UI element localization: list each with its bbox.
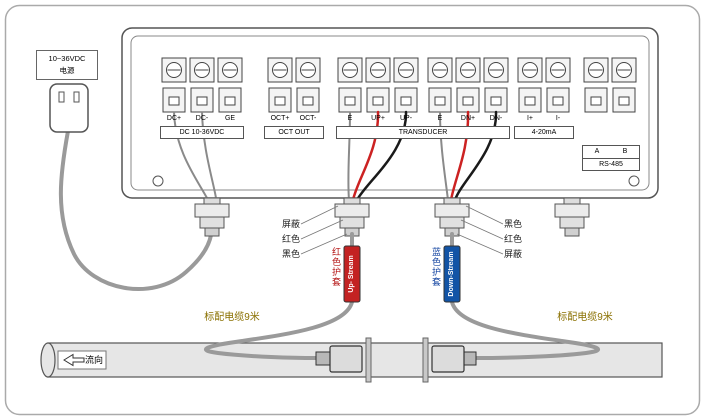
terminal-label-dn-minus: DN- (489, 115, 503, 122)
flow-arrow-icon (63, 353, 85, 367)
leader-left-shield (300, 205, 339, 225)
leader-right-red (460, 219, 504, 240)
flow-direction-label: 流向 (85, 355, 104, 365)
dn-black-wire (453, 110, 498, 202)
terminal-label-oct-plus: OCT+ (270, 115, 290, 122)
downstream-clamp-strap (422, 337, 429, 383)
power-cable (58, 129, 213, 291)
plug-prong-right (73, 91, 80, 103)
red-sheath-label: 红色护套 (331, 247, 341, 287)
terminal-label-dc-minus: DC- (195, 115, 209, 122)
pipe-end-cap (40, 342, 56, 378)
terminal-label-dn-e: E (437, 115, 443, 122)
rs485-a-label: A (594, 148, 600, 155)
leader-left-red (300, 219, 344, 240)
right-black-label: 黑色 (504, 219, 523, 229)
leader-left-black (300, 233, 348, 255)
up-shield-wire (347, 111, 351, 201)
upstream-transducer-body (329, 345, 363, 373)
downstream-cable (450, 300, 600, 360)
dn-red-wire (449, 110, 470, 202)
blue-sheath-label: 蓝色护套 (431, 247, 441, 287)
rs485-b-label: B (622, 148, 628, 155)
red-sheath (343, 245, 361, 303)
terminal-label-i-minus: I- (555, 115, 561, 122)
rs485-ab-row: A B (583, 146, 639, 159)
leader-right-shield (456, 233, 504, 255)
upstream-cable (204, 300, 354, 360)
upstream-connector (315, 351, 331, 366)
flow-direction (57, 350, 107, 370)
left-cable-length-label: 标配电缆9米 (204, 312, 260, 323)
up-red-wire (351, 110, 380, 202)
transducer-cables (204, 232, 600, 360)
terminal-label-up-plus: UP+ (371, 115, 385, 122)
mount-hole-right (628, 175, 640, 187)
plug-prong-left (58, 91, 65, 103)
power-plug (49, 83, 89, 133)
transducer-box: TRANSDUCER (336, 126, 510, 139)
terminal-label-dc-plus: DC+ (166, 115, 182, 122)
terminal-label-oct-minus: OCT- (299, 115, 317, 122)
dc-range-box: DC 10-36VDC (160, 126, 244, 139)
dc-minus-wire (201, 111, 217, 199)
terminal-label-i-plus: I+ (526, 115, 534, 122)
blue-sheath (443, 245, 461, 303)
dc-plus-wire (173, 111, 208, 199)
oct-out-box: OCT OUT (264, 126, 324, 139)
left-shield-label: 屏蔽 (281, 219, 300, 229)
left-red-label: 红色 (281, 234, 300, 244)
power-source-text: 电源 (59, 66, 75, 75)
wire-label-leaders (300, 205, 504, 255)
up-black-wire (355, 110, 408, 202)
right-shield-label: 屏蔽 (504, 249, 523, 259)
terminal-label-up-e: E (347, 115, 353, 122)
upstream-sheath-text: Up- Stream (348, 255, 355, 293)
plug-body (49, 83, 89, 133)
mount-hole-left (152, 175, 164, 187)
dn-shield-wire (439, 111, 449, 201)
rs485-name-row: RS-485 (599, 161, 623, 168)
leader-right-black (465, 205, 504, 225)
left-black-label: 黑色 (281, 249, 300, 259)
downstream-sheath-text: Down-Stream (448, 251, 455, 297)
terminal-label-dn-plus: DN+ (460, 115, 476, 122)
upstream-clamp-strap (365, 337, 372, 383)
terminal-label-up-minus: UP- (399, 115, 413, 122)
terminal-label-ge: GE (224, 115, 236, 122)
current-loop-box: 4-20mA (514, 126, 574, 139)
wiring (58, 110, 498, 291)
rs485-box: A B RS-485 (582, 145, 640, 171)
downstream-transducer-body (431, 345, 465, 373)
upstream-transducer (315, 345, 363, 373)
power-voltage-text: 10~36VDC (48, 54, 86, 63)
right-cable-length-label: 标配电缆9米 (557, 312, 613, 323)
enclosure-inner (130, 35, 650, 191)
downstream-transducer (431, 345, 477, 373)
right-red-label: 红色 (504, 234, 523, 244)
power-supply-label: 10~36VDC 电源 (36, 50, 98, 80)
